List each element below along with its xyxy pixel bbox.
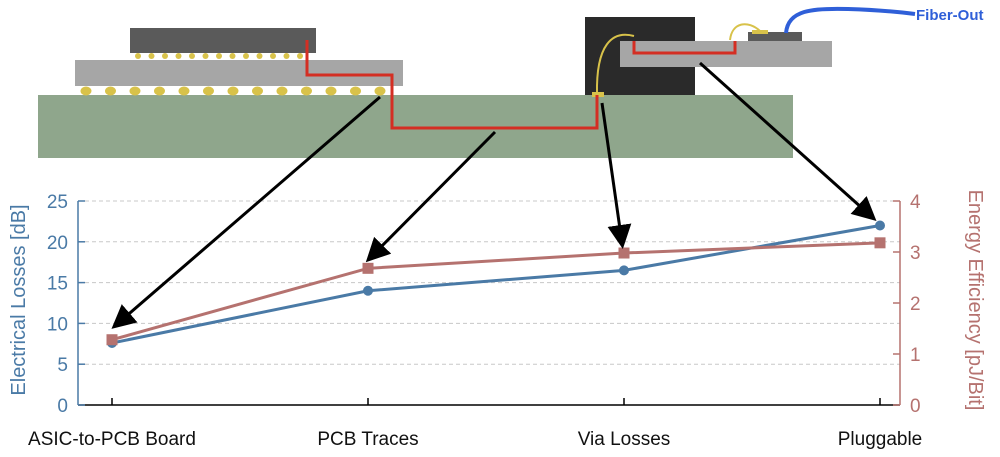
energy-efficiency-line <box>111 241 881 342</box>
die-bump <box>189 53 195 59</box>
bga-ball <box>105 86 116 96</box>
bga-ball <box>129 86 141 96</box>
die-bump <box>162 53 168 59</box>
category-label: PCB Traces <box>317 429 418 450</box>
wire-bond-right <box>729 23 761 41</box>
bga-ball <box>227 86 239 96</box>
package-substrate <box>75 60 403 86</box>
category-label: Via Losses <box>578 429 671 450</box>
arrow-via-losses <box>600 102 632 249</box>
series-markers <box>106 220 886 348</box>
bga-balls <box>80 86 386 96</box>
category-labels: ASIC-to-PCB Board PCB Traces Via Losses Plu… <box>28 429 922 450</box>
package-diagram: Fiber-Out <box>38 6 984 158</box>
optical-chip <box>748 32 802 41</box>
electrical-losses-line <box>111 224 881 345</box>
die-bump <box>256 53 263 59</box>
category-label: Pluggable <box>838 429 923 450</box>
bga-ball <box>203 86 214 96</box>
right-tick-label: 0 <box>910 396 921 417</box>
energy-efficiency-point <box>618 247 630 259</box>
fiber-out-label: Fiber-Out <box>916 7 984 24</box>
electrical-losses-point <box>619 265 629 276</box>
right-tick-label: 3 <box>910 243 921 264</box>
die-bump <box>243 53 249 59</box>
left-tick-label: 0 <box>57 396 68 417</box>
bga-ball <box>276 86 288 96</box>
bga-ball <box>350 86 361 96</box>
arrow-asic-to-board <box>111 95 381 329</box>
die-bump <box>283 53 290 59</box>
series-lines <box>111 224 881 345</box>
energy-efficiency-point <box>874 237 886 249</box>
right-ticks: 0 1 2 3 4 <box>893 192 921 417</box>
arrow-pcb-traces <box>365 130 497 263</box>
right-tick-label: 2 <box>910 294 921 315</box>
bga-ball <box>374 86 386 96</box>
optical-pad <box>752 30 768 34</box>
left-axis-title: Electrical Losses [dB] <box>8 204 30 395</box>
die-bump <box>175 53 182 59</box>
left-tick-label: 15 <box>47 274 68 295</box>
right-tick-label: 4 <box>910 192 921 213</box>
chart-area: 0 5 10 15 20 25 0 1 2 3 4 ASIC-to-PCB Board PCB Tr… <box>8 190 986 450</box>
bga-ball <box>252 86 263 96</box>
left-tick-label: 20 <box>47 233 68 254</box>
left-tick-label: 10 <box>47 314 68 335</box>
annotation-arrows <box>111 61 877 329</box>
die-bump <box>270 53 276 59</box>
bga-ball <box>301 86 312 96</box>
die-bump <box>229 53 236 59</box>
electrical-losses-point <box>363 285 373 296</box>
die-bump <box>297 53 303 59</box>
energy-efficiency-point <box>362 262 374 274</box>
electrical-losses-point <box>875 220 885 231</box>
arrow-pluggable <box>698 61 877 222</box>
category-label: ASIC-to-PCB Board <box>28 429 196 450</box>
die-bump <box>148 53 155 59</box>
die-bump <box>202 53 209 59</box>
bga-ball <box>325 86 337 96</box>
right-tick-label: 1 <box>910 345 921 366</box>
right-axis-title: Energy Efficiency [pJ/Bit] <box>964 190 986 411</box>
left-ticks: 0 5 10 15 20 25 <box>47 192 85 417</box>
signal-trace <box>305 40 599 130</box>
fiber-out-cable <box>784 6 916 34</box>
bga-ball <box>80 86 92 96</box>
pluggable-trace <box>632 41 737 55</box>
die-bump <box>216 53 222 59</box>
die-bump <box>135 53 141 59</box>
left-tick-label: 5 <box>57 355 68 376</box>
x-ticks <box>111 398 881 405</box>
bga-ball <box>154 86 165 96</box>
connector-pad <box>592 92 604 97</box>
bga-ball <box>178 86 190 96</box>
asic-die <box>130 28 316 53</box>
die-bumps <box>135 53 303 59</box>
energy-efficiency-point <box>106 334 118 346</box>
left-tick-label: 25 <box>47 192 68 213</box>
wire-bond-left <box>595 33 635 95</box>
